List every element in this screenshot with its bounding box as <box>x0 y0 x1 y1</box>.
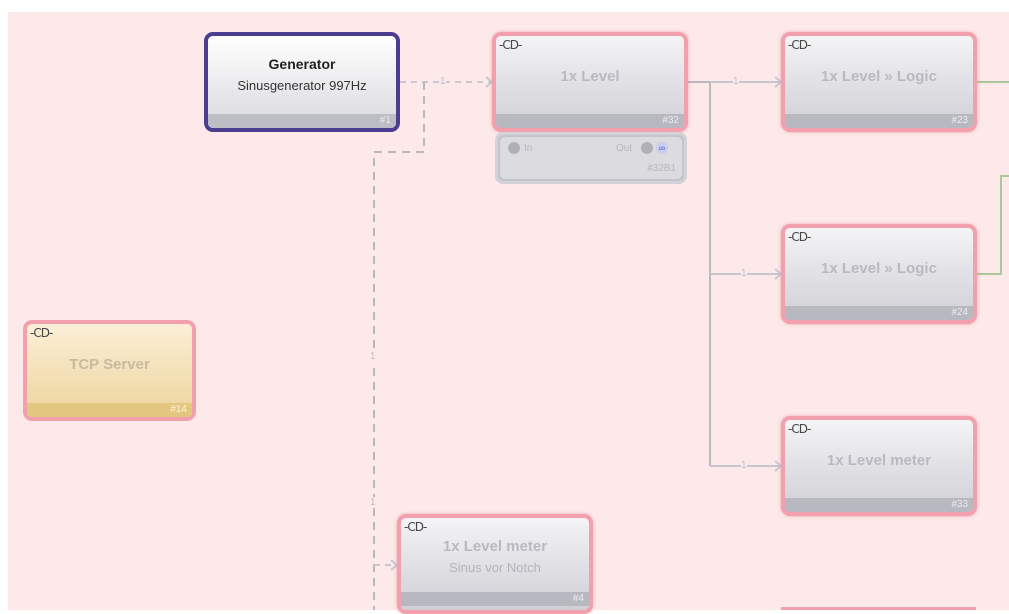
meter-node-4[interactable]: -CD- 1x Level meter Sinus vor Notch #4 <box>397 514 593 614</box>
plug-icon: -CD- <box>404 520 427 534</box>
wire-badge: 1 <box>741 268 747 279</box>
meter-node-33[interactable]: -CD- 1x Level meter #33 <box>781 416 977 516</box>
node-id: #33 <box>785 498 973 512</box>
logic-node-23[interactable]: -CD- 1x Level » Logic #23 <box>781 32 977 132</box>
level-subpanel[interactable]: In Out ∞ #32B1 <box>495 132 687 184</box>
node-id: #14 <box>27 403 192 417</box>
node-id: #23 <box>785 114 973 128</box>
node-id: #4 <box>401 592 589 606</box>
wire-badge: 1 <box>370 351 376 362</box>
node-id: #32 <box>496 114 684 128</box>
out-label: Out <box>616 143 633 154</box>
logic-node-24[interactable]: -CD- 1x Level » Logic #24 <box>781 224 977 324</box>
plug-icon: -CD- <box>788 38 811 52</box>
in-label: In <box>524 143 533 154</box>
plug-icon: -CD- <box>499 38 522 52</box>
plug-icon: -CD- <box>788 230 811 244</box>
input-port-icon[interactable] <box>508 142 520 154</box>
node-title: 1x Level » Logic <box>821 68 937 85</box>
plug-icon: -CD- <box>30 326 53 340</box>
node-subtitle: Sinus vor Notch <box>449 560 541 575</box>
node-title: 1x Level <box>560 68 620 85</box>
node-subtitle: Sinusgenerator 997Hz <box>237 78 367 93</box>
plug-icon: -CD- <box>788 422 811 436</box>
node-title: TCP Server <box>69 356 150 373</box>
tcp-server-node-14[interactable]: -CD- TCP Server #14 <box>23 320 196 421</box>
node-title: Generator <box>268 56 336 72</box>
node-title: 1x Level meter <box>442 538 548 555</box>
wire-badge: 1 <box>440 76 446 87</box>
wire-badge: 1 <box>733 76 739 87</box>
node-title: 1x Level meter <box>826 452 932 469</box>
link-icon[interactable]: ∞ <box>656 142 668 154</box>
level-node-32[interactable]: -CD- 1x Level #32 <box>492 32 688 132</box>
node-title: 1x Level » Logic <box>821 260 937 277</box>
node-id: #24 <box>785 306 973 320</box>
output-port-icon[interactable] <box>641 142 653 154</box>
wire-badge: 1 <box>741 460 747 471</box>
node-id: #1 <box>208 114 396 128</box>
subpanel-id: #32B1 <box>647 163 676 174</box>
generator-node[interactable]: Generator Sinusgenerator 997Hz #1 <box>204 32 400 132</box>
wire-badge: 1 <box>370 497 376 508</box>
